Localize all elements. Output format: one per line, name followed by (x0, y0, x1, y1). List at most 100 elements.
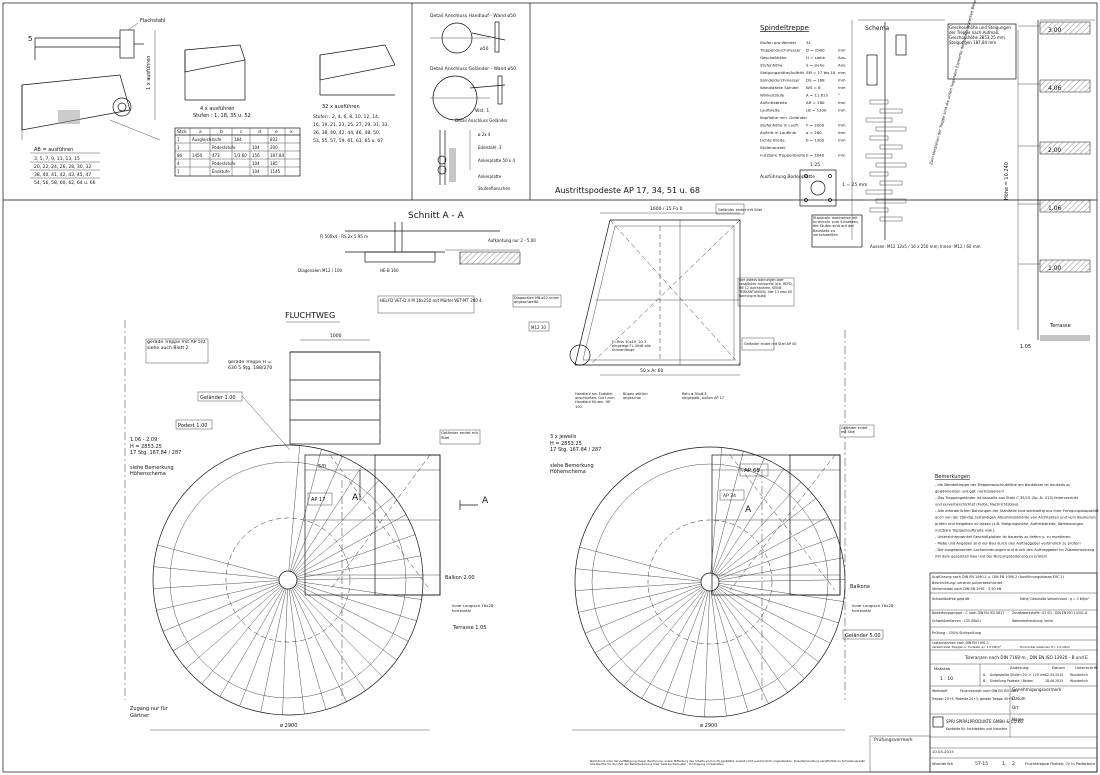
spec-value: SM = 17 bis 18 (806, 70, 836, 75)
tb-zusatzwerk: Zusatzwerkstoffe: G3 Si1 · DIN EN ISO 14… (1012, 611, 1088, 615)
rev-cell: Wunderlich (1070, 679, 1088, 683)
tread-line (185, 585, 282, 669)
schema-tread (875, 126, 907, 132)
tread-line (291, 456, 343, 572)
tb-drawing-no: 57-15 (975, 761, 988, 767)
tb-project: Fluchttreppe Parkstr. 7c in Paderborn (1025, 761, 1096, 766)
right-section-a: A (745, 505, 752, 515)
right-dim-bottom: ø 2900 (700, 723, 717, 729)
detail-box-wall: Detail Anschluss Handlauf - Wand ø50 ø50… (430, 13, 516, 191)
tread-line (704, 590, 710, 717)
detail-label-wst: Wst. 1 (475, 108, 489, 114)
level-value: 1.00 (1048, 265, 1062, 272)
spec-label: nutzbare Treppenbreite (760, 153, 806, 158)
podest-note-2: Bügen seitlich angeschw. (623, 392, 648, 401)
ab-line-4: 54, 56, 58, 60, 62, 64 u. 66 (34, 180, 96, 186)
right-caption-2: Stufen : 2, 4, 6, 8, 10, 12, 14, (313, 114, 379, 120)
ab-line-2: 20, 22, 24, 26, 28, 30, 32 (34, 164, 91, 170)
tb-hoehe: Höhe/ Geschoße Verkehrslast : q = 3 kN/m… (1020, 597, 1090, 601)
spec-unit: mm (838, 123, 846, 128)
tb-toleranz: Toleranzen nach DIN 7168-m , DIN EN ISO … (964, 655, 1088, 660)
spec-label: Stufen pro Wendel (760, 40, 796, 45)
podest-spindle (569, 344, 591, 366)
tb-werkstoff: Werkstoff (932, 689, 948, 693)
tread-line (219, 587, 284, 697)
detail-label-d50: ø50 (480, 46, 489, 52)
tread-line (282, 588, 288, 715)
spec-label: Wandstärke Spindel (760, 85, 799, 90)
ausfuehren-vertical: 1 x ausführen (146, 56, 152, 90)
level-terrasse: Terrasse (1049, 323, 1071, 329)
left-dim-top: 1000 (330, 333, 342, 339)
spec-unit: Ans. (838, 63, 846, 68)
remark-line: auch von der ständig zuständigen Abnahme… (935, 516, 1096, 520)
table-cell: 1145 (270, 169, 281, 174)
left-stage-label: 5/0 (318, 464, 326, 470)
spec-value: D = 2900 (806, 48, 825, 53)
schema-note-box: Geschosshöhe und Steigungen der Treppe n… (949, 25, 1011, 45)
level-slab (1039, 199, 1091, 213)
tread-line (607, 587, 704, 671)
table-cell: 4 (177, 161, 180, 166)
remark-line: - Maße und Angaben sind vor Bau durch de… (935, 542, 1081, 546)
ab-line-3: 38, 40, 41, 42, 43, 45, 47 (34, 172, 91, 178)
section-title: Schnitt A - A (408, 211, 465, 221)
tb-waermebehand: Wärmebehandlung: keine (1012, 619, 1053, 623)
table-cell: 185 (270, 161, 278, 166)
level-bottom-1-05: 1.05 (1020, 344, 1031, 350)
table-header-d: d (258, 129, 261, 135)
tread-line (623, 588, 705, 687)
right-gel-500: Geländer 5.00 (845, 633, 881, 639)
tread-line (201, 586, 283, 685)
spec-label: Laufbreite (760, 108, 780, 113)
tb-treppe-desc: Treppe: 20+3, Podeste 20+3, gerade Trepp… (931, 697, 1013, 701)
podest-m12: M12 10 (531, 325, 546, 330)
spec-value: h = 2000 (806, 123, 825, 128)
left-terrasse: Terrasse 1.05 (453, 625, 487, 631)
spec-unit: mm (838, 100, 846, 105)
spindle-title: Spindeltreppe (760, 24, 809, 32)
table-header-x: x (290, 130, 293, 135)
tb-ausfuehrung: Ausführung nach DIN EN 1090-1 u. DIN EN … (932, 575, 1065, 579)
table-cell: Podeststufe (212, 145, 236, 150)
section-note-bottom: HELFD VET-D 4 M 16x250 mit Mörtel VET-MT… (380, 298, 482, 303)
section-cap-2: Diagonalen M12 / 100 (298, 268, 343, 273)
tread-line (239, 588, 285, 707)
tread-line (718, 584, 839, 624)
schema-tread (879, 216, 903, 222)
left-balkon: Balkon 2.00 (445, 575, 475, 581)
tread-line (295, 514, 407, 576)
baseplate-scale: 1 = 25 mm (842, 182, 867, 188)
detail-label-stufenflansch: Stufenflanschen (478, 186, 511, 191)
tread-line (710, 447, 722, 574)
spec-value: WS = 8 (806, 85, 821, 90)
tread-line (718, 583, 844, 602)
detail-title-bottom: Detail Anschluss Geländer (455, 118, 508, 123)
right-balkone: Balkone (850, 584, 870, 590)
spec-label: Winkel/Stufe (760, 93, 785, 98)
spec-unit: mm (838, 48, 846, 53)
spec-value: A = 11.613 (806, 93, 829, 98)
detail-label-ankerplatte: Ankerplatte 50 x 4 (478, 158, 516, 163)
spec-label: Auftrittsbreite (760, 100, 788, 105)
podest-note-1: Handlauf am Endstiel anschließen, Gurt z… (575, 392, 615, 409)
remark-line: gewährleisten und ggf. nachzuweisen! (935, 490, 1004, 494)
mid-caption-2: Stufen : 1, 18, 35 u. 52 (193, 113, 251, 119)
right-caption-4: 36, 38, 40, 42, 44, 46, 48, 50, (313, 130, 380, 136)
spec-value: DS = 168 (806, 78, 825, 83)
tread-line (718, 557, 843, 581)
mid-caption-1: 4 x ausführen (200, 106, 234, 112)
tread-line (153, 566, 280, 580)
spec-unit: mm (838, 70, 846, 75)
title-block: Ausführung nach DIN EN 1090-1 u. DIN EN … (590, 572, 1098, 773)
spec-value: LB = 1300 (806, 108, 827, 113)
table-header-stck: Stck (177, 129, 187, 135)
spec-label: Auftritt in Lauflinie (760, 130, 797, 135)
spec-label: Steigungshöhe/Auftritt (760, 70, 805, 75)
right-ap68: AP 68 (744, 468, 760, 474)
tb-verkehrslast: Verkehrslast nach DIN EN 1991 · 3,50 kN (932, 587, 1002, 591)
top-detail-strip: 5 Flachstahl 1 x ausführen AB = ausführe… (3, 3, 1097, 201)
